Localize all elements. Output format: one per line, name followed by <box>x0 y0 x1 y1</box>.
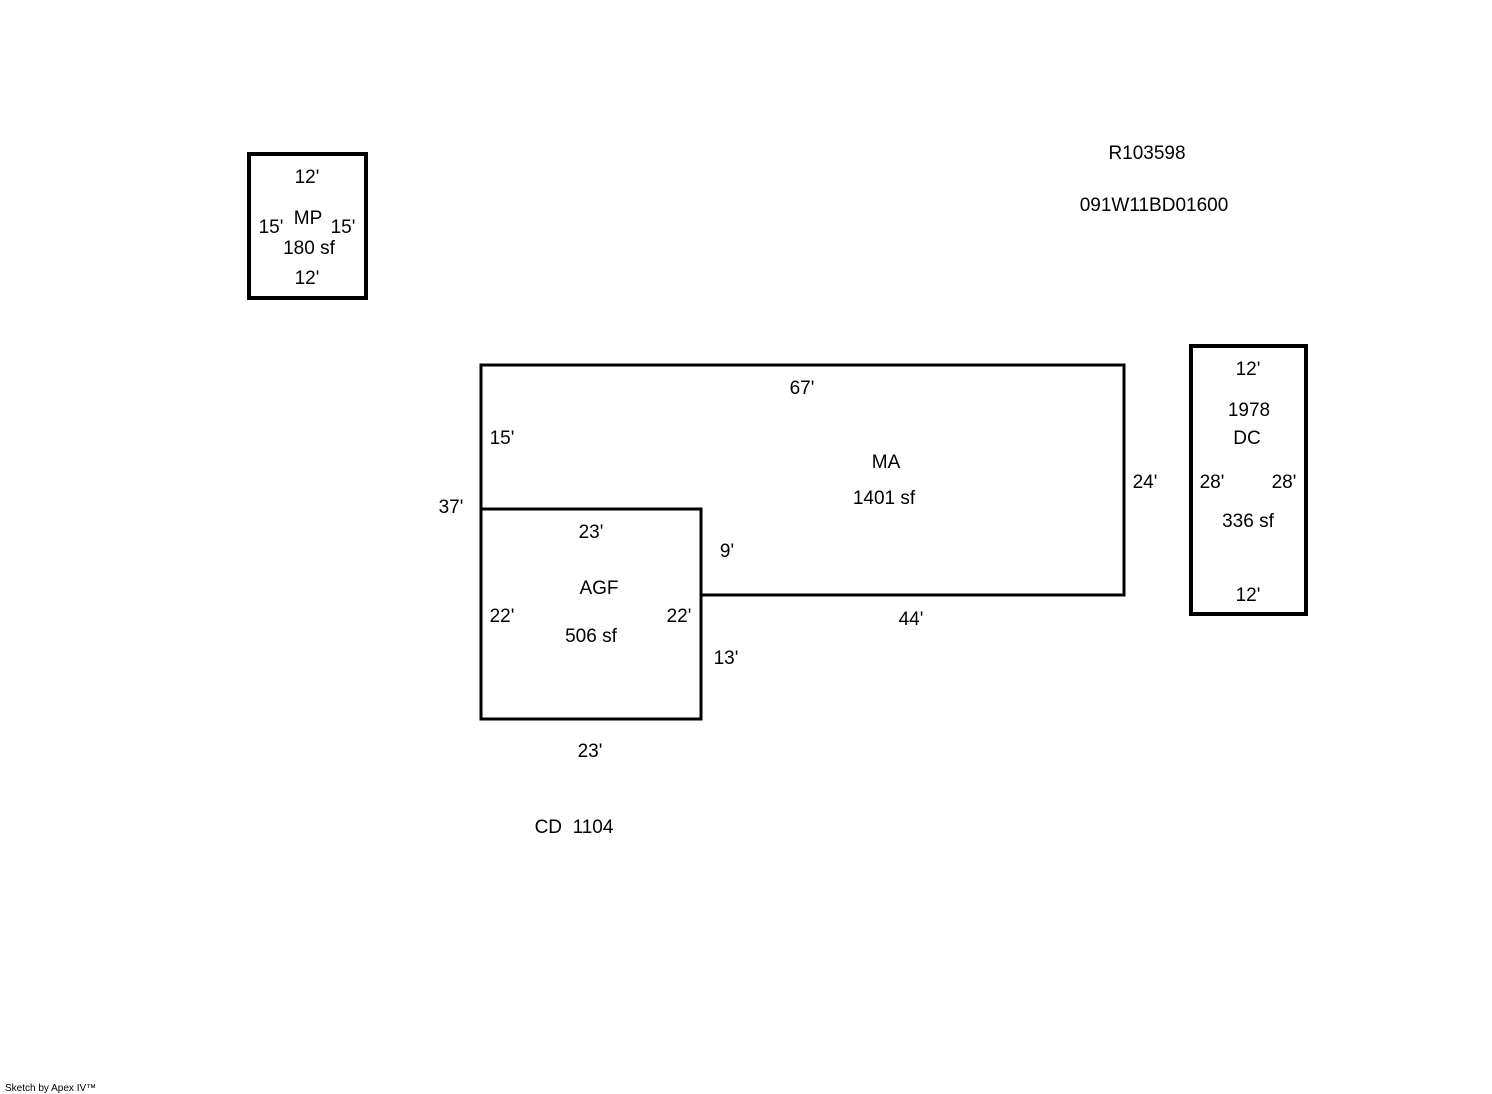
ma-section: 67' 15' 37' MA 1401 sf 24' 9' 44' <box>439 363 1158 630</box>
agf-left-dimension: 22' <box>490 606 515 627</box>
sketch-credit: Sketch by Apex IV™ <box>5 1083 96 1094</box>
ma-area: 1401 sf <box>853 488 916 509</box>
mp-area: 180 sf <box>283 238 335 259</box>
mp-bottom-dimension: 12' <box>295 268 320 289</box>
mp-top-dimension: 12' <box>295 167 320 188</box>
parcel-id: 091W11BD01600 <box>1080 195 1229 216</box>
agf-bottom-dimension: 23' <box>578 741 603 762</box>
dc-right-dimension: 28' <box>1272 472 1297 493</box>
mp-code: MP <box>294 208 323 229</box>
dc-top-dimension: 12' <box>1236 359 1261 380</box>
ma-left-upper-dimension: 15' <box>490 428 515 449</box>
dc-code: DC <box>1233 428 1260 449</box>
dc-outline <box>1189 344 1308 616</box>
agf-section: 23' AGF 22' 22' 506 sf 13' 23' <box>479 507 739 762</box>
dc-section: 12' 1978 DC 28' 28' 336 sf 12' <box>1189 344 1308 616</box>
ma-top-dimension: 67' <box>790 378 815 399</box>
agf-area: 506 sf <box>565 626 617 647</box>
mp-section: 12' 15' MP 15' 180 sf 12' <box>247 152 368 300</box>
agf-right-lower-dimension: 13' <box>714 648 739 669</box>
ma-code: MA <box>872 452 901 473</box>
dc-bottom-dimension: 12' <box>1236 585 1261 606</box>
mp-left-dimension: 15' <box>259 217 284 238</box>
agf-outline <box>479 507 703 721</box>
ma-right-dimension: 24' <box>1133 472 1158 493</box>
dc-left-dimension: 28' <box>1200 472 1225 493</box>
agf-top-dimension: 23' <box>579 522 604 543</box>
agf-right-dimension: 22' <box>667 606 692 627</box>
cd-label: CD 1104 <box>535 817 614 838</box>
agf-code: AGF <box>579 578 618 599</box>
mp-right-dimension: 15' <box>331 217 356 238</box>
ma-left-total-dimension: 37' <box>439 497 464 518</box>
record-id: R103598 <box>1108 143 1185 164</box>
ma-bottom-dimension: 44' <box>899 609 924 630</box>
ma-step-dimension: 9' <box>720 541 734 562</box>
ma-outline <box>479 363 1126 597</box>
mp-outline <box>247 152 368 300</box>
dc-year: 1978 <box>1228 400 1270 421</box>
dc-area: 336 sf <box>1222 511 1274 532</box>
